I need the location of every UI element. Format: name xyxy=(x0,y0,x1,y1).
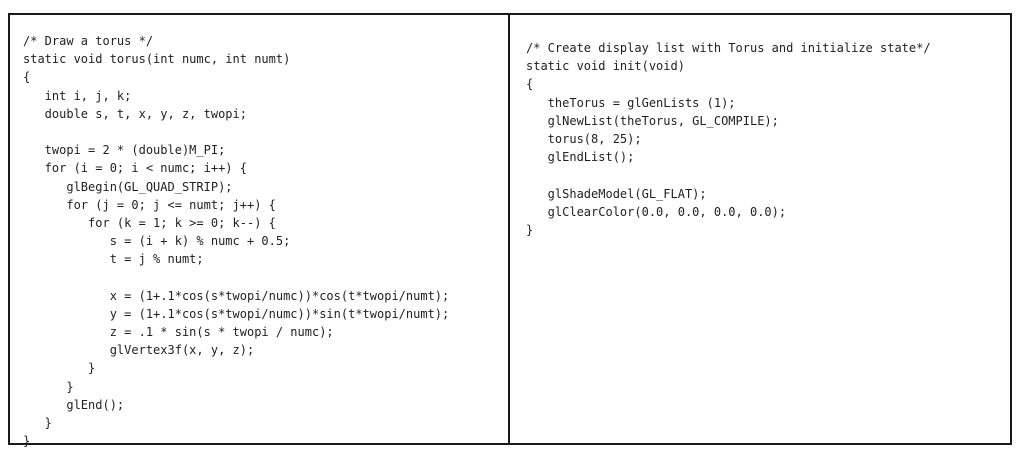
code-line: glClearColor(0.0, 0.0, 0.0, 0.0); xyxy=(526,204,787,219)
init-function-cell: /* Create display list with Torus and in… xyxy=(510,15,1010,443)
code-line xyxy=(23,123,449,141)
code-line: t = j % numt; xyxy=(23,252,204,267)
code-table: /* Draw a torus */ static void torus(int … xyxy=(8,13,1012,448)
code-line: { xyxy=(23,70,31,85)
code-line: } xyxy=(526,222,534,237)
code-line: s = (i + k) % numc + 0.5; xyxy=(23,234,291,249)
code-line: theTorus = glGenLists (1); xyxy=(526,95,736,110)
code-line: static void init(void) xyxy=(526,59,685,74)
code-line: glEnd(); xyxy=(23,397,125,412)
torus-function-code: /* Draw a torus */ static void torus(int … xyxy=(23,32,449,450)
code-line: for (i = 0; i < numc; i++) { xyxy=(23,161,247,176)
code-line xyxy=(23,268,449,286)
code-line: for (j = 0; j <= numt; j++) { xyxy=(23,197,276,212)
code-line: glVertex3f(x, y, z); xyxy=(23,343,255,358)
init-function-code: /* Create display list with Torus and in… xyxy=(526,39,931,239)
code-line: for (k = 1; k >= 0; k--) { xyxy=(23,215,276,230)
code-line: double s, t, x, y, z, twopi; xyxy=(23,106,247,121)
code-line: y = (1+.1*cos(s*twopi/numc))*sin(t*twopi… xyxy=(23,306,450,321)
code-line: glShadeModel(GL_FLAT); xyxy=(526,186,707,201)
torus-function-cell: /* Draw a torus */ static void torus(int … xyxy=(10,15,510,448)
code-line: { xyxy=(526,77,534,92)
code-line: static void torus(int numc, int numt) xyxy=(23,52,291,67)
code-line: torus(8, 25); xyxy=(526,131,642,146)
code-line: } xyxy=(23,379,74,394)
code-line: x = (1+.1*cos(s*twopi/numc))*cos(t*twopi… xyxy=(23,288,450,303)
code-line: } xyxy=(23,434,31,449)
code-line: glEndList(); xyxy=(526,150,635,165)
code-line: /* Create display list with Torus and in… xyxy=(526,41,931,55)
code-line: } xyxy=(23,415,52,430)
code-line: /* Draw a torus */ xyxy=(23,34,154,48)
code-line: z = .1 * sin(s * twopi / numc); xyxy=(23,325,334,339)
code-line: glNewList(theTorus, GL_COMPILE); xyxy=(526,113,779,128)
code-line: } xyxy=(23,361,96,376)
code-line: glBegin(GL_QUAD_STRIP); xyxy=(23,179,233,194)
code-line: int i, j, k; xyxy=(23,88,132,103)
code-line xyxy=(526,166,931,184)
code-line: twopi = 2 * (double)M_PI; xyxy=(23,143,226,158)
